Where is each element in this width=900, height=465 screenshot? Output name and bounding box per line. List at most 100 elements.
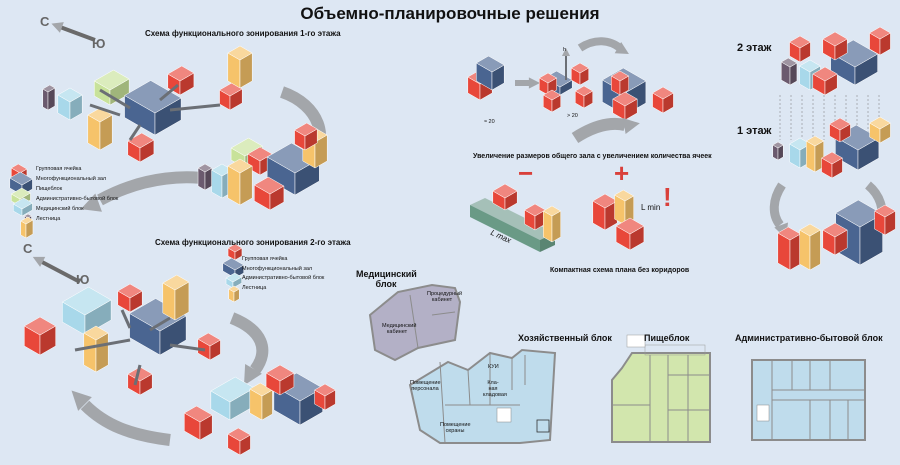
stair-block [227,158,253,206]
connector [169,103,221,112]
cube-face [227,45,253,61]
legend-admin-icon [12,197,33,217]
arrow-head [561,48,571,56]
cube-face [227,427,251,442]
cube-face [197,332,221,347]
cube-face [829,117,851,131]
cube-face [542,89,562,101]
cube-face [475,55,505,73]
cube-face [225,272,243,283]
connector [89,103,121,117]
connector [149,316,171,332]
south-label: Ю [92,36,106,51]
cube-face [806,140,816,173]
cube-face [799,223,821,237]
wall [409,294,419,349]
cube-face [253,176,285,195]
group-cell [23,316,57,356]
cube-face [574,85,594,97]
cube-face [789,233,801,271]
cube-face [524,203,546,217]
plus-sign: + [614,158,630,188]
group-cell [822,222,848,256]
legend-item: Многофункциональный зал [242,265,313,272]
arrow-head [528,77,540,89]
medical-block-title: Медицинский блок [356,269,417,289]
stair-block [83,325,109,373]
cube-face [222,257,245,271]
arrow-head [32,256,46,267]
group-cell [829,117,851,143]
legend-item: Административно-бытовой блок [36,196,119,202]
group-cell [524,203,546,231]
cube-face [10,187,31,200]
kitchen-plan [611,352,711,443]
arrow [769,182,786,228]
cube-face [799,59,821,73]
cube-face [869,26,891,40]
compact-caption: Компактная схема плана без коридоров [550,267,690,274]
cube-face [210,376,255,403]
hall-block [124,80,182,136]
floor-1-label: 1 этаж [737,125,772,137]
stair-block [227,45,253,89]
cube-face [124,80,182,114]
cube-face [652,86,674,100]
group-cell [197,332,221,361]
connector [99,88,131,110]
cube-face [42,88,49,111]
cube-face [227,158,253,174]
group-cell [874,204,896,236]
stair-block [869,116,891,144]
compass-arrow [41,260,81,284]
admin-block [61,286,112,336]
cube-face [592,193,618,209]
group-cell [615,217,645,251]
ramp [644,344,706,356]
cube-face [789,35,811,49]
cube-face [57,87,83,103]
legend-stair-icon [20,216,34,239]
elevator [536,419,550,433]
admin-block-title: Административно-бытовой блок [735,333,883,343]
group-cell [167,65,195,96]
group-cell [294,122,318,151]
stair-block [87,107,113,151]
cube-face [249,382,273,397]
arrow-head [622,118,640,134]
medical-block [197,163,213,191]
floor-2-label: 2 этаж [737,42,772,54]
legend-group-icon [227,243,243,261]
wall [467,369,471,406]
cube-face [772,141,784,149]
kitchen-block-title: Пищеблок [644,333,690,343]
hall-block [475,55,505,91]
north-label: С [23,241,33,256]
wall [439,361,446,444]
wall [431,311,456,316]
cube-face [812,66,838,82]
hall-block [129,298,187,356]
group-cell [812,66,838,96]
cube-face [612,91,638,107]
count-label: ≈ 20 [484,119,495,125]
cube-face [127,132,155,149]
page-title: Объемно-планировочные решения [300,4,600,23]
admin-block [57,87,83,121]
group-cell [227,427,251,456]
cube-face [228,285,240,293]
stair-block [805,135,825,173]
medical-plan [368,283,462,362]
lmin-label: L min [641,203,661,212]
household-plan [408,348,557,444]
cube-face [610,70,630,82]
cube-face [10,163,28,174]
legend-item: Многофункциональный зал [36,176,107,182]
group-cell [592,193,618,231]
cube-face [780,57,798,68]
room-label: Помещение охраны [440,422,471,434]
cube-face [799,229,811,271]
legend-item: Медицинский блок [36,206,84,212]
cube-face [167,65,195,82]
